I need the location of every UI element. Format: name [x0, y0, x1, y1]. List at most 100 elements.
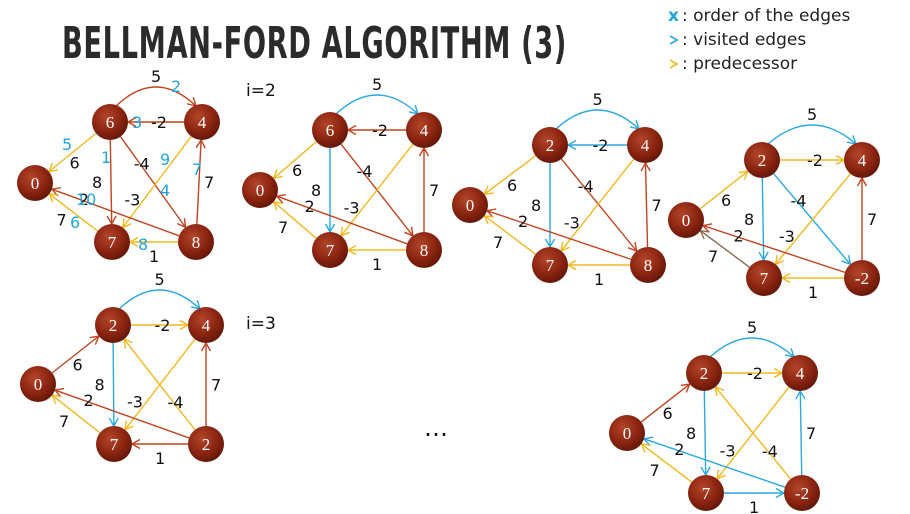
graph3-edge-A-E-4-head: [627, 241, 638, 253]
graph3-node-C-label: 0: [466, 196, 475, 215]
graph6-edge-E-B-8-weight: 7: [806, 424, 816, 443]
graph2-node-E: [406, 232, 442, 268]
graph5-edge-B-D-5-weight: -3: [127, 393, 143, 412]
graph1-node-B: [184, 104, 220, 140]
graph5-node-A-label: 2: [109, 316, 118, 335]
graph5-edge-E-D-9-weight: 1: [155, 449, 165, 468]
graph4-node-B-label: 4: [858, 151, 867, 170]
graph3-edge-A-C-2-weight: 6: [507, 176, 517, 195]
graph4-edge-D-C-7: [700, 230, 750, 268]
graph2-edge-E-D-9-weight: 1: [372, 255, 382, 274]
graph1-edge-B-D-5-weight: -3: [124, 190, 140, 209]
graph5-edge-D-C-7: [51, 394, 101, 434]
graph4-node-A-label: 2: [758, 151, 767, 170]
graph1-edge-A-D-3: [109, 139, 113, 225]
graph1-edge-A-B-0: [115, 86, 197, 107]
graph1-edge-D-C-7-head: [48, 193, 59, 203]
graph6-node-C: [609, 415, 645, 451]
graph5-edge-D-C-7-weight: 7: [59, 412, 69, 431]
graph2-node-B-label: 4: [420, 121, 429, 140]
graph1-order-label-7: 4: [160, 181, 170, 200]
graph4-node-E: [844, 260, 880, 296]
graph3-edge-E-C-6-weight: 2: [518, 212, 528, 231]
graph1-edge-E-B-8-head: [195, 138, 206, 149]
visited-arrow-icon: [669, 35, 679, 45]
graph2-edge-A-D-3-weight: 8: [311, 181, 321, 200]
graph5-node-B: [188, 307, 224, 343]
legend-order: x : order of the edges: [668, 4, 850, 28]
graph4-edge-A-E-4: [773, 173, 851, 265]
graph3-edge-E-C-6: [486, 210, 632, 260]
graph1-edge-D-C-7-weight: 7: [57, 211, 67, 230]
ellipsis: …: [424, 414, 448, 442]
legend-predecessor-text: : predecessor: [682, 54, 798, 74]
graph6-edge-E-B-8: [799, 390, 803, 476]
legend-predecessor: : predecessor: [668, 52, 850, 76]
graph1-order-label-8: 6: [70, 213, 80, 232]
graph1-node-A-label: 6: [106, 113, 115, 132]
graph6-edge-D-C-7: [640, 443, 693, 483]
graph2-edge-B-A-1-weight: -2: [372, 121, 388, 140]
graph2-edge-A-B-0-weight: 5: [372, 75, 382, 94]
graph2-edge-E-C-6-weight: 2: [304, 197, 314, 216]
graph6-edge-D-C-7-weight: 7: [650, 461, 660, 480]
graph5-node-D: [96, 426, 132, 462]
graph5-edge-B-D-5-head: [124, 420, 134, 431]
graph4-node-A: [744, 142, 780, 178]
graph5-node-B-label: 4: [202, 316, 211, 335]
graph4-edge-A-B-0-weight: 5: [807, 105, 817, 124]
graph2-edge-A-C-2: [273, 141, 317, 179]
predecessor-arrow-icon: [669, 59, 679, 69]
legend-visited: : visited edges: [668, 28, 850, 52]
graph1-edge-A-D-3-weight: 8: [92, 173, 102, 192]
graph3-edge-A-E-4-weight: -4: [578, 177, 594, 196]
graph3-edge-B-D-5-head: [560, 241, 570, 253]
graph6-node-E-label: -2: [795, 484, 809, 503]
graph5-edge-C-A-2: [51, 335, 100, 374]
graph5-edge-E-A-4-weight: -4: [167, 393, 183, 412]
graph5-node-A: [95, 307, 131, 343]
graph1-edge-A-E-4: [119, 136, 187, 228]
graph2-node-A-label: 6: [326, 121, 335, 140]
graph3-node-B: [627, 127, 663, 163]
graph3-edge-B-D-5-weight: -3: [564, 213, 580, 232]
legend-visited-text: : visited edges: [682, 30, 807, 50]
graph5-edge-E-C-6-head: [53, 387, 65, 398]
graph2-node-C: [242, 172, 278, 208]
graph3-node-A: [532, 127, 568, 163]
graph1-edge-E-B-8-weight: 7: [204, 173, 214, 192]
graph2-node-A: [312, 112, 348, 148]
graph2-node-D: [312, 232, 348, 268]
graph1-order-label-9: 8: [138, 235, 148, 254]
graph3-node-A-label: 2: [546, 136, 555, 155]
graph3-edge-D-C-7-weight: 7: [493, 233, 503, 252]
graph5-edge-A-D-3: [112, 342, 115, 427]
graph3-edge-B-D-5: [560, 158, 635, 252]
graph5-edge-A-B-1-weight: -2: [155, 316, 171, 335]
graph5-edge-A-D-3-weight: 8: [95, 376, 105, 395]
graph4-node-E-label: -2: [855, 269, 869, 288]
graph1-order-label-6: 10: [76, 190, 96, 209]
graph5-edge-E-C-6: [54, 389, 190, 439]
graph6-node-E: [784, 475, 820, 511]
graph2-edge-D-C-7-weight: 7: [278, 218, 288, 237]
graph1-edge-E-C-6: [51, 188, 180, 237]
graph3-edge-B-A-1-weight: -2: [593, 136, 609, 155]
graph1-node-D-label: 7: [108, 233, 117, 252]
graph2-edge-A-C-2-weight: 6: [292, 161, 302, 180]
graph6-edge-A-D-3: [703, 390, 707, 476]
graph1-edge-B-D-5: [122, 135, 192, 229]
graph6-edge-A-B-0-weight: 5: [747, 318, 757, 337]
graph4-edge-C-A-2-head: [738, 170, 749, 180]
graph4-node-C-label: 0: [682, 211, 691, 230]
graph6-node-D: [688, 475, 724, 511]
graph6-edge-D-E-9-weight: 1: [749, 498, 759, 514]
graph5-edge-E-A-4-head: [123, 338, 133, 349]
graph6-node-D-label: 7: [702, 484, 711, 503]
graph1-order-label-5: 7: [192, 160, 202, 179]
graph6-edge-C-A-2-weight: 6: [663, 404, 673, 423]
graph4-node-D: [746, 260, 782, 296]
graph1-node-E: [178, 224, 214, 260]
graph3-node-E: [630, 247, 666, 283]
